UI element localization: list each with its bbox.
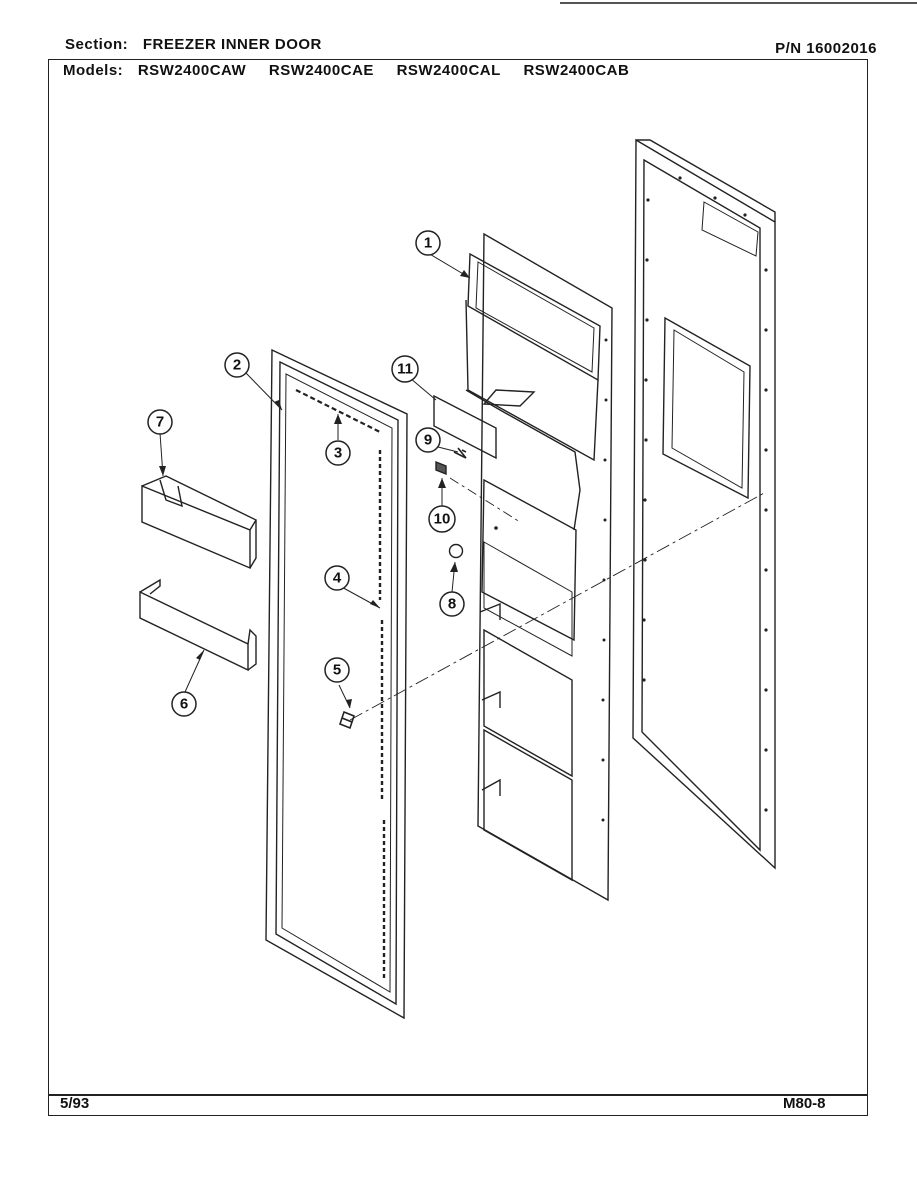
callout-3: 3 bbox=[325, 440, 351, 466]
model-number: RSW2400CAL bbox=[396, 62, 501, 79]
models-heading: Models: RSW2400CAW RSW2400CAE RSW2400CAL… bbox=[63, 62, 647, 79]
callout-5: 5 bbox=[324, 657, 350, 683]
pn-value: 16002016 bbox=[806, 40, 877, 57]
callout-8: 8 bbox=[439, 591, 465, 617]
screw bbox=[453, 447, 467, 459]
mounting-screw bbox=[339, 710, 355, 730]
callout-9: 9 bbox=[415, 427, 441, 453]
callout-number: 10 bbox=[434, 511, 451, 528]
section-heading: Section: FREEZER INNER DOOR bbox=[65, 36, 322, 53]
callout-number: 4 bbox=[333, 570, 342, 587]
callout-number: 5 bbox=[333, 662, 341, 679]
retainer-clip bbox=[435, 460, 447, 476]
callout-7: 7 bbox=[147, 409, 173, 435]
outer-door-panel bbox=[632, 138, 776, 870]
diagram-frame bbox=[48, 59, 868, 1116]
door-gasket bbox=[265, 348, 408, 1020]
callout-number: 7 bbox=[156, 414, 164, 431]
callout-number: 1 bbox=[424, 235, 432, 252]
callout-number: 2 bbox=[233, 357, 241, 374]
callout-6: 6 bbox=[171, 691, 197, 717]
section-value: FREEZER INNER DOOR bbox=[142, 36, 322, 53]
callout-2: 2 bbox=[224, 352, 250, 378]
section-label: Section: bbox=[65, 36, 129, 53]
callout-10: 10 bbox=[428, 505, 456, 533]
footer-rule bbox=[48, 1094, 868, 1096]
models-label: Models: bbox=[63, 62, 124, 79]
callout-number: 3 bbox=[334, 445, 342, 462]
inner-door-liner bbox=[465, 232, 613, 902]
model-number: RSW2400CAB bbox=[523, 62, 630, 79]
page-code: M80-8 bbox=[783, 1095, 826, 1112]
callout-number: 8 bbox=[448, 596, 456, 613]
callout-number: 6 bbox=[180, 696, 188, 713]
callout-1: 1 bbox=[415, 230, 441, 256]
callouts: 1 2 3 4 5 6 7 8 9 10 11 bbox=[147, 230, 465, 717]
callout-number: 11 bbox=[397, 361, 413, 378]
shelf-rail bbox=[139, 578, 257, 672]
top-edge-rule bbox=[560, 2, 917, 4]
revision-date: 5/93 bbox=[60, 1095, 90, 1112]
callout-number: 9 bbox=[424, 432, 432, 449]
part-number: P/N 16002016 bbox=[775, 40, 877, 57]
model-number: RSW2400CAE bbox=[268, 62, 374, 79]
callout-4: 4 bbox=[324, 565, 350, 591]
label-plate bbox=[433, 394, 497, 460]
plug-button bbox=[448, 543, 464, 559]
door-bin bbox=[141, 475, 257, 570]
pn-label: P/N bbox=[775, 40, 802, 57]
model-number: RSW2400CAW bbox=[137, 62, 247, 79]
callout-11: 11 bbox=[391, 355, 419, 383]
